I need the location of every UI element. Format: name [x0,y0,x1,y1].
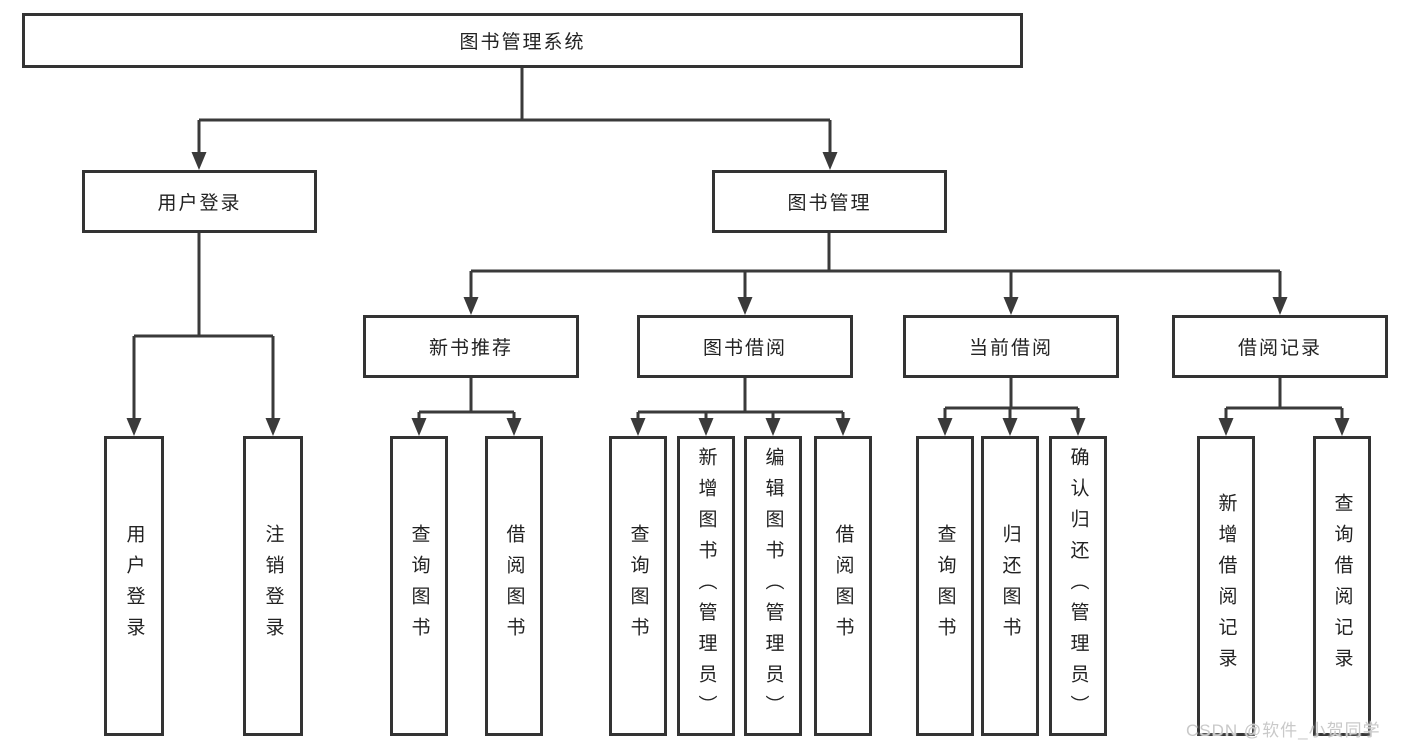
leaf-current-query-books: 查询图书 [916,436,974,736]
node-borrow-record: 借阅记录 [1172,315,1388,378]
node-library-system: 图书管理系统 [22,13,1023,68]
leaf-add-books-admin: 新增图书（管理员） [677,436,735,736]
leaf-recommend-borrow-books: 借阅图书 [485,436,543,736]
leaf-query-borrow-record: 查询借阅记录 [1313,436,1371,736]
leaf-add-borrow-record: 新增借阅记录 [1197,436,1255,736]
node-new-book-recommend: 新书推荐 [363,315,579,378]
leaf-edit-books-admin: 编辑图书（管理员） [744,436,802,736]
leaf-return-books: 归还图书 [981,436,1039,736]
csdn-watermark: CSDN @软件_小贺同学 [1186,721,1381,740]
node-book-management: 图书管理 [712,170,947,233]
leaf-confirm-return-admin: 确认归还（管理员） [1049,436,1107,736]
leaf-logout: 注销登录 [243,436,303,736]
node-current-borrow: 当前借阅 [903,315,1119,378]
leaf-borrow-books: 借阅图书 [814,436,872,736]
leaf-borrow-query-books: 查询图书 [609,436,667,736]
node-user-login: 用户登录 [82,170,317,233]
leaf-recommend-query-books: 查询图书 [390,436,448,736]
leaf-user-login: 用户登录 [104,436,164,736]
node-book-borrow: 图书借阅 [637,315,853,378]
